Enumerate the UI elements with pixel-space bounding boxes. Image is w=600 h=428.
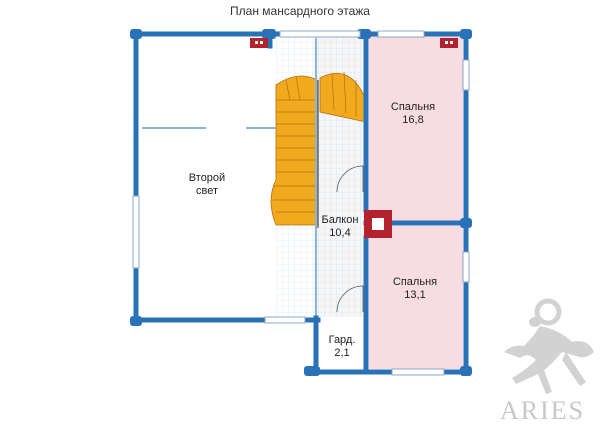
room-name: Балкон xyxy=(321,214,359,226)
wardrobe-fill xyxy=(318,322,368,368)
chimneys xyxy=(250,38,458,238)
aries-ram-logo xyxy=(504,298,594,394)
windows xyxy=(132,30,470,376)
room-area: 2,1 xyxy=(334,347,350,359)
room-area: 13,1 xyxy=(404,289,426,301)
room-area: свет xyxy=(195,185,219,197)
room-name: Гард. xyxy=(328,334,356,346)
stair-treads xyxy=(273,71,357,213)
room-label-bedroom-1: Спальня 16,8 xyxy=(391,101,435,127)
room-name: Спальня xyxy=(392,276,438,288)
partitions xyxy=(142,38,317,318)
brand-watermark: ARIES xyxy=(500,396,586,425)
room-name: Второй xyxy=(188,172,226,184)
bedroom-1-fill xyxy=(369,35,463,221)
room-label-bedroom-2: Спальня 13,1 xyxy=(393,276,437,302)
room-label-second-light: Второй свет xyxy=(189,172,225,198)
room-name: Спальня xyxy=(390,101,436,113)
bedroom-2-fill xyxy=(369,226,463,369)
room-label-balcony: Балкон 10,4 xyxy=(322,214,359,240)
room-label-wardrobe: Гард. 2,1 xyxy=(329,334,356,360)
room-area: 10,4 xyxy=(329,227,351,239)
room-area: 16,8 xyxy=(402,114,424,126)
plan-title: План мансардного этажа xyxy=(230,4,370,18)
door-swings xyxy=(336,165,364,313)
